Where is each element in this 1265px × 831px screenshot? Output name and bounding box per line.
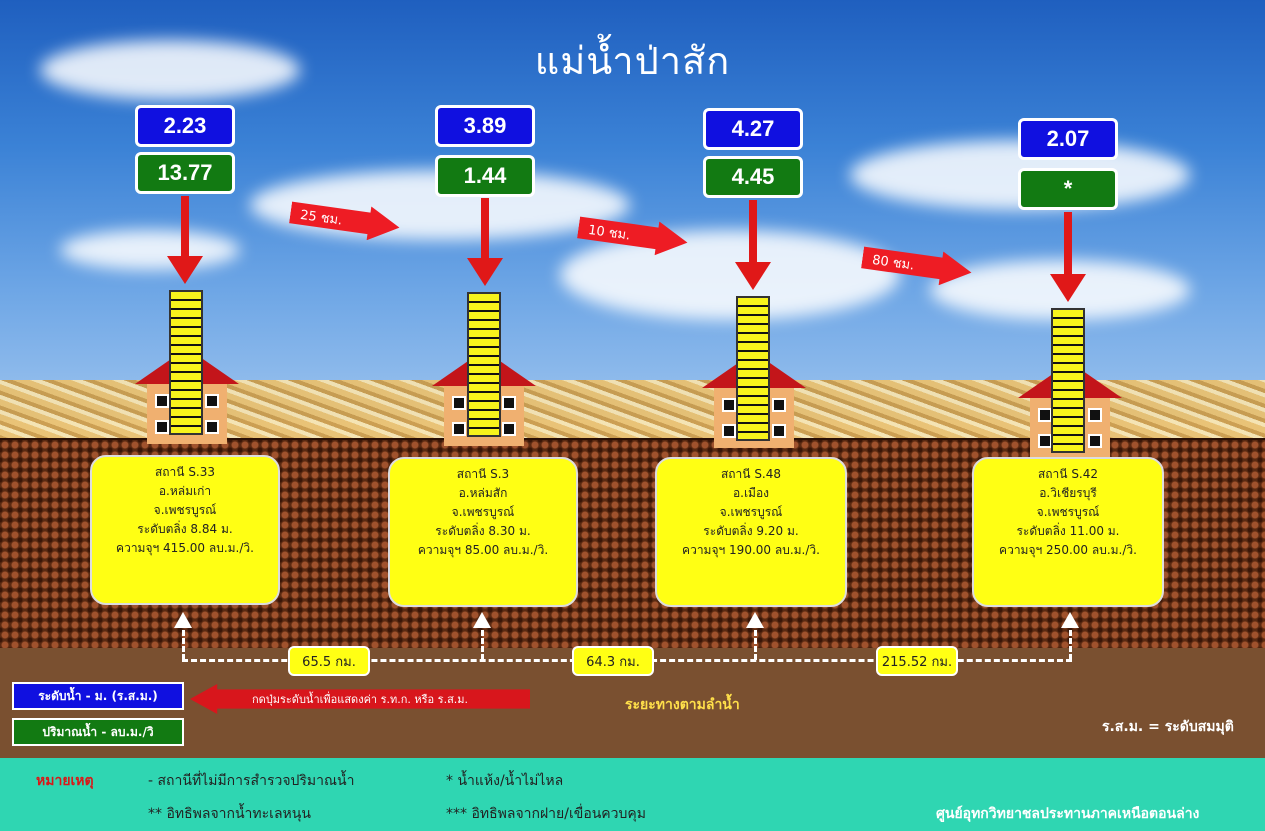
water-level-box[interactable]: 2.07 — [1018, 118, 1118, 160]
station-card: สถานี S.33 อ.หล่มเก่า จ.เพชรบูรณ์ ระดับต… — [90, 455, 280, 605]
staff-gauge-icon — [467, 292, 501, 437]
station-province: จ.เพชรบูรณ์ — [153, 503, 217, 517]
station-name: สถานี S.3 — [456, 467, 510, 481]
bank-level: ระดับตลิ่ง 11.00 ม. — [1016, 524, 1120, 538]
capacity: ความจุฯ 250.00 ลบ.ม./วิ. — [999, 543, 1137, 557]
station-name: สถานี S.48 — [720, 467, 782, 481]
remark-line: *** อิทธิพลจากฝาย/เขื่อนควบคุม — [446, 806, 647, 822]
center-credit: ศูนย์อุทกวิทยาชลประทานภาคเหนือตอนล่าง — [936, 806, 1200, 822]
legend-flow-label: ปริมาณน้ำ - ลบ.ม./วิ — [12, 718, 184, 746]
page-title: แม่น้ำป่าสัก — [534, 39, 731, 83]
remark-line: * น้ำแห้ง/น้ำไม่ไหล — [446, 773, 564, 789]
up-arrow-icon — [746, 612, 764, 628]
up-arrow-icon — [174, 612, 192, 628]
station-district: อ.หล่มสัก — [458, 486, 508, 500]
water-level-box[interactable]: 4.27 — [703, 108, 803, 150]
cloud — [560, 230, 900, 320]
station-name: สถานี S.42 — [1037, 467, 1099, 481]
cloud — [60, 230, 240, 270]
arrow-head-icon — [467, 258, 503, 286]
down-arrow-icon — [481, 198, 489, 260]
capacity: ความจุฯ 85.00 ลบ.ม./วิ. — [417, 543, 549, 557]
up-arrow-icon — [1061, 612, 1079, 628]
station-district: อ.เมือง — [732, 486, 770, 500]
river-distance-label: ระยะทางตามลำน้ำ — [625, 697, 740, 713]
water-level-box[interactable]: 2.23 — [135, 105, 235, 147]
distance-tick — [481, 630, 484, 660]
station-province: จ.เพชรบูรณ์ — [719, 505, 783, 519]
station-card: สถานี S.3 อ.หล่มสัก จ.เพชรบูรณ์ ระดับตลิ… — [388, 457, 578, 607]
station-province: จ.เพชรบูรณ์ — [1036, 505, 1100, 519]
arrow-head-icon — [735, 262, 771, 290]
bank-level: ระดับตลิ่ง 9.20 ม. — [703, 524, 799, 538]
bank-level: ระดับตลิ่ง 8.84 ม. — [137, 522, 233, 536]
up-arrow-icon — [473, 612, 491, 628]
station-card: สถานี S.42 อ.วิเชียรบุรี จ.เพชรบูรณ์ ระด… — [972, 457, 1164, 607]
distance-label: 215.52 กม. — [876, 646, 958, 676]
remarks-bar — [0, 758, 1265, 831]
staff-gauge-icon — [169, 290, 203, 435]
distance-label: 64.3 กม. — [572, 646, 654, 676]
water-flow-box: 1.44 — [435, 155, 535, 197]
capacity: ความจุฯ 415.00 ลบ.ม./วิ. — [116, 541, 254, 555]
station-name: สถานี S.33 — [154, 465, 216, 479]
staff-gauge-icon — [1051, 308, 1085, 453]
rsm-note: ร.ส.ม. = ระดับสมมุติ — [1102, 719, 1234, 735]
water-level-box[interactable]: 3.89 — [435, 105, 535, 147]
station-district: อ.หล่มเก่า — [158, 484, 212, 498]
water-flow-box: * — [1018, 168, 1118, 210]
legend-level-button[interactable]: ระดับน้ำ - ม. (ร.ส.ม.) — [12, 682, 184, 710]
arrow-head-icon — [167, 256, 203, 284]
down-arrow-icon — [181, 196, 189, 258]
down-arrow-icon — [1064, 212, 1072, 276]
water-flow-box: 13.77 — [135, 152, 235, 194]
station-district: อ.วิเชียรบุรี — [1039, 486, 1097, 500]
station-card: สถานี S.48 อ.เมือง จ.เพชรบูรณ์ ระดับตลิ่… — [655, 457, 847, 607]
station-province: จ.เพชรบูรณ์ — [451, 505, 515, 519]
bank-level: ระดับตลิ่ง 8.30 ม. — [435, 524, 531, 538]
water-flow-box: 4.45 — [703, 156, 803, 198]
capacity: ความจุฯ 190.00 ลบ.ม./วิ. — [682, 543, 820, 557]
distance-label: 65.5 กม. — [288, 646, 370, 676]
staff-gauge-icon — [736, 296, 770, 441]
remarks-heading: หมายเหตุ — [36, 773, 94, 789]
remark-line: ** อิทธิพลจากน้ำทะเลหนุน — [148, 806, 311, 822]
distance-tick — [182, 630, 185, 660]
cloud — [40, 40, 300, 100]
down-arrow-icon — [749, 200, 757, 264]
remark-line: - สถานีที่ไม่มีการสำรวจปริมาณน้ำ — [148, 773, 355, 789]
distance-tick — [1069, 630, 1072, 660]
arrow-head-icon — [1050, 274, 1086, 302]
distance-tick — [754, 630, 757, 660]
